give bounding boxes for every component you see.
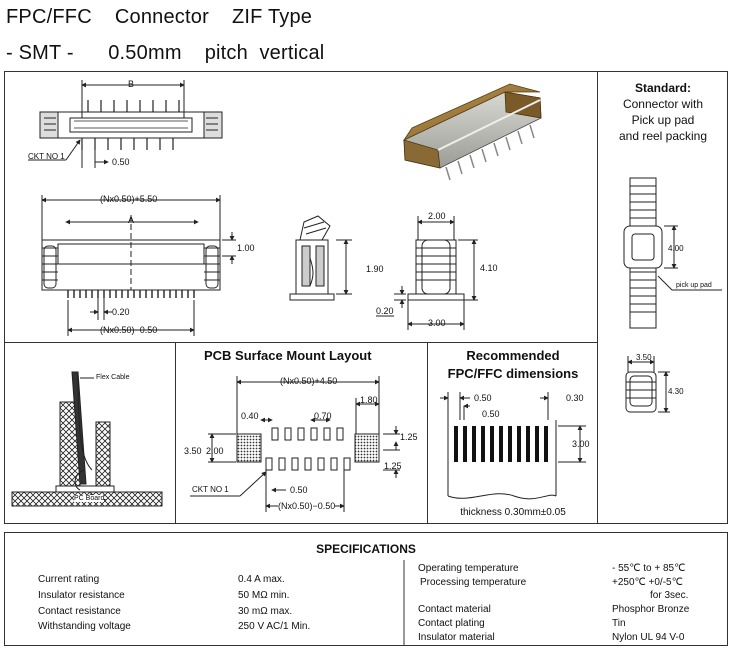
fpc-title-1: Recommended — [466, 348, 560, 363]
standard-desc-1: Connector with — [622, 97, 704, 111]
standard-4-00-label: 4.00 — [668, 244, 684, 253]
pcb-0-70-label: 0.70 — [314, 411, 332, 421]
pcb-3-50-label: 3.50 — [184, 446, 202, 456]
side-4-10-label: 4.10 — [480, 263, 498, 273]
standard-panel — [597, 71, 728, 524]
spec-right-value-5: Tin — [612, 618, 626, 629]
pitch-label: 0.50 — [112, 157, 130, 167]
spec-right-value-6: Nylon UL 94 V-0 — [612, 632, 685, 643]
overall-dim-label: (Nx0.50)+5.50 — [100, 194, 158, 204]
standard-desc-3: and reel packing — [618, 129, 708, 143]
fpc-thickness-label: thickness 0.30mm±0.05 — [460, 507, 566, 518]
pc-board-label: PC Board — [74, 495, 105, 502]
fpc-0-30-label: 0.30 — [566, 393, 584, 403]
pcb-top-dim-label: (Nx0.50)+4.50 — [280, 376, 338, 386]
spec-right-label-1: Operating temperature — [418, 563, 519, 574]
spec-right-label-6: Insulator material — [418, 632, 495, 643]
specifications-title: SPECIFICATIONS — [316, 542, 416, 556]
side-1-90-label: 1.90 — [366, 264, 384, 274]
spec-right-value-1: - 55℃ to + 85℃ — [612, 563, 686, 574]
title-line-1: FPC/FFC Connector ZIF Type — [6, 6, 313, 28]
spec-right-label-2: Processing temperature — [420, 577, 527, 588]
fpc-0-50b-label: 0.50 — [482, 409, 500, 419]
ckt-no-label: CKT NO 1 — [28, 152, 65, 161]
side-3-00-label: 3.00 — [428, 318, 446, 328]
pcb-0-40-label: 0.40 — [241, 411, 259, 421]
side-2-00-label: 2.00 — [428, 211, 446, 221]
fpc-dims-panel — [427, 342, 598, 524]
title-line-2: - SMT - 0.50mm pitch vertical — [6, 42, 325, 64]
fpc-title-2: FPC/FFC dimensions — [447, 366, 579, 381]
spec-left-label-1: Current rating — [38, 574, 100, 585]
standard-3-50-label: 3.50 — [636, 353, 652, 362]
spec-right-label-5: Contact plating — [418, 618, 485, 629]
top-view — [28, 80, 223, 168]
pcb-1-25a-label: 1.25 — [400, 432, 418, 442]
side-0-20-label: 0.20 — [376, 306, 394, 316]
spec-right-label-4: Contact material — [418, 604, 491, 615]
pcb-0-50-label: 0.50 — [290, 485, 308, 495]
pcb-layout-title: PCB Surface Mount Layout — [204, 348, 372, 363]
spec-left-label-2: Insulator resistance — [38, 590, 125, 601]
connector-3d-image — [402, 83, 542, 181]
standard-drawing — [623, 177, 722, 413]
pick-up-pad-label: pick up pad — [676, 282, 712, 289]
dim-b-label: B — [128, 79, 135, 89]
dim-a-label: A — [128, 215, 135, 225]
spec-left-label-3: Contact resistance — [38, 606, 121, 617]
inner-dim-label: (Nx0.50)−0.50 — [100, 325, 158, 335]
standard-title: Standard: — [634, 81, 691, 95]
pcb-ckt-no-label: CKT NO 1 — [192, 485, 229, 494]
spec-right-value-2: +250℃ +0/-5℃ — [612, 577, 683, 588]
spec-left-label-4: Withstanding voltage — [38, 621, 131, 632]
pcb-1-80-label: 1.80 — [360, 395, 378, 405]
spec-left-value-3: 30 mΩ max. — [238, 606, 293, 617]
pcb-bottom-dim-label: (Nx0.50)−0.50 — [278, 501, 336, 511]
side-view-closed — [376, 216, 478, 330]
height-1-label: 1.00 — [237, 243, 255, 253]
pcb-1-25b-label: 1.25 — [384, 461, 402, 471]
fpc-0-50a-label: 0.50 — [474, 393, 492, 403]
pcb-layout-drawing — [190, 376, 400, 512]
spec-right-value-4: Phosphor Bronze — [612, 604, 690, 615]
pcb-2-00-label: 2.00 — [206, 446, 224, 456]
spec-left-value-2: 50 MΩ min. — [238, 590, 290, 601]
standard-desc-2: Pick up pad — [631, 113, 695, 127]
section-view — [11, 371, 163, 507]
flex-cable-label: Flex Cable — [96, 374, 130, 381]
front-view — [41, 195, 236, 336]
fpc-drawing — [440, 392, 586, 500]
fpc-3-00-label: 3.00 — [572, 439, 590, 449]
lead-width-label: 0.20 — [112, 307, 130, 317]
spec-right-value-3: for 3sec. — [650, 590, 689, 601]
standard-4-30-label: 4.30 — [668, 387, 684, 396]
side-view-open — [289, 215, 352, 301]
specifications-panel — [4, 532, 728, 646]
spec-left-value-1: 0.4 A max. — [238, 574, 285, 585]
spec-left-value-4: 250 V AC/1 Min. — [238, 621, 311, 632]
